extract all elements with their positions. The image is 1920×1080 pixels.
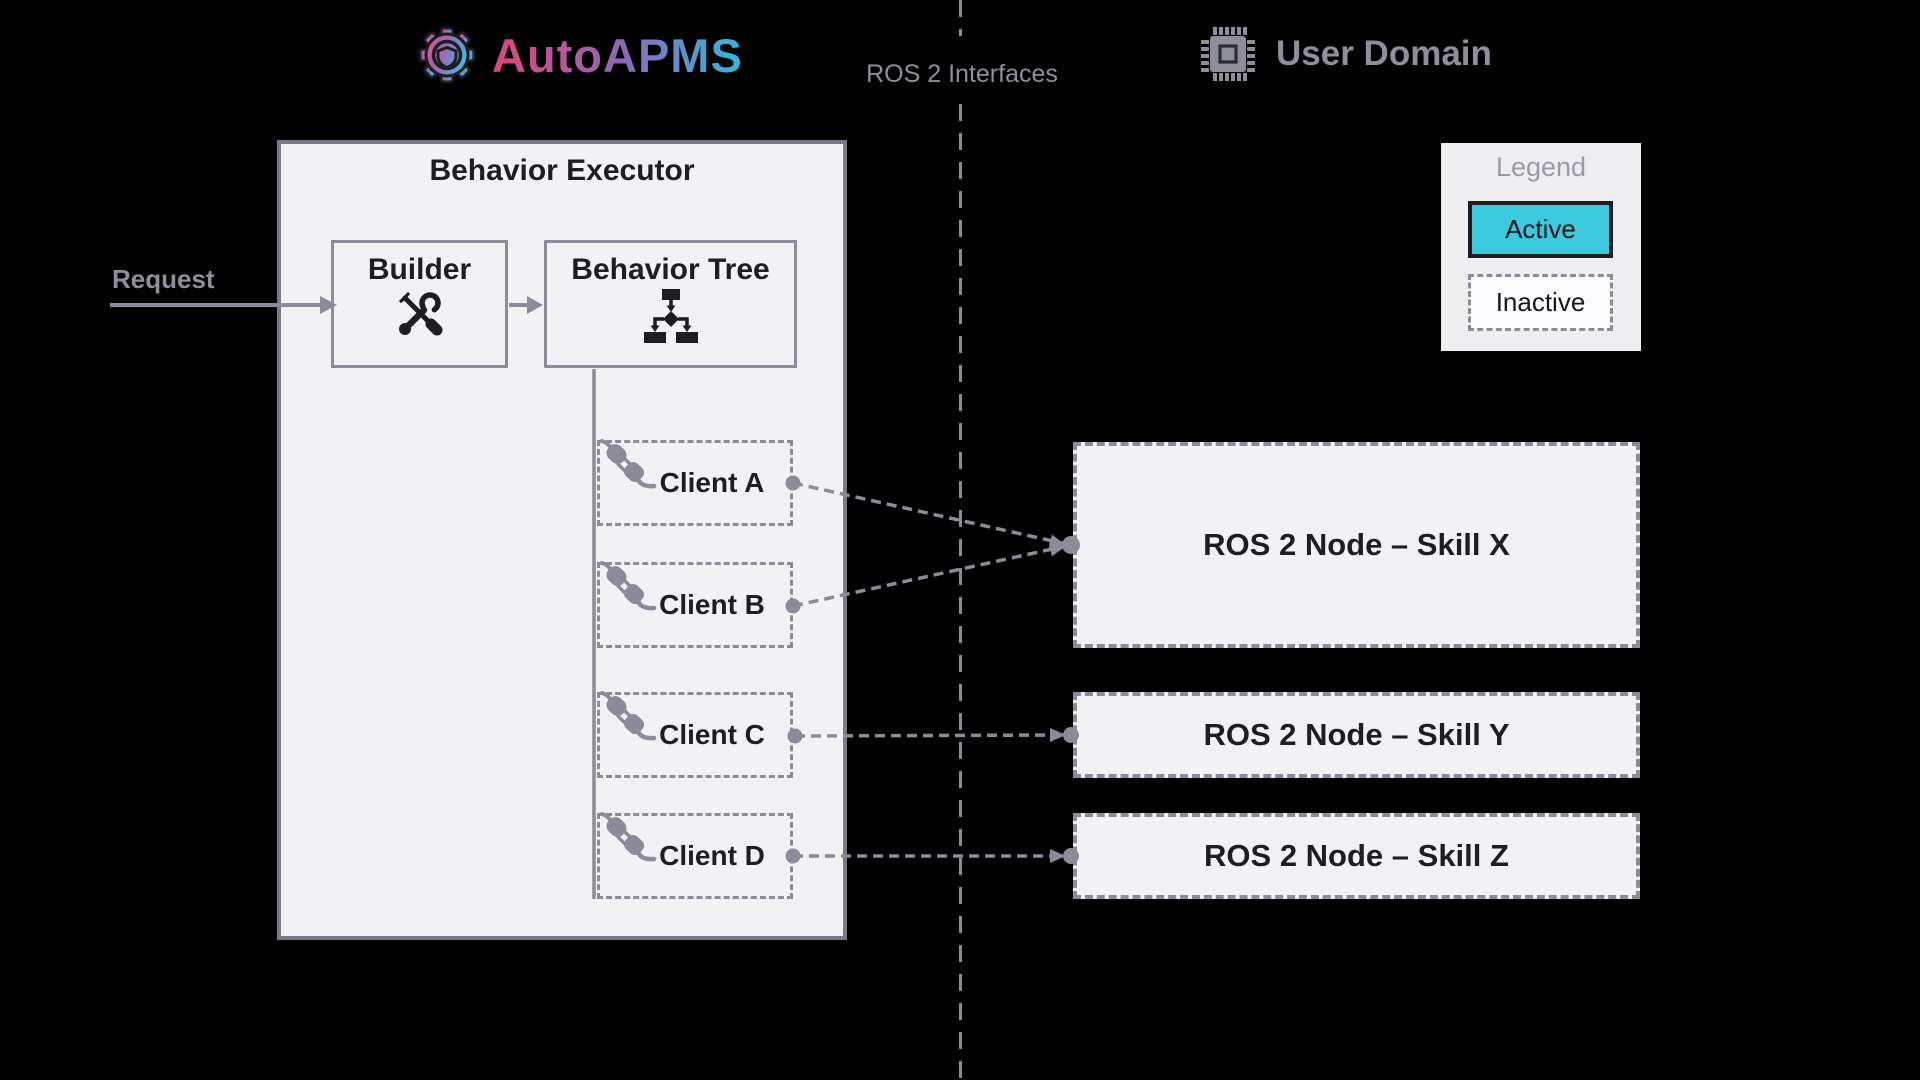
client-b-box: Client B xyxy=(597,561,793,648)
brand: AutoAPMS xyxy=(418,24,743,86)
tree-icon xyxy=(643,289,698,343)
tools-icon xyxy=(398,291,442,336)
behavior-tree-label: Behavior Tree xyxy=(571,253,770,286)
legend-active-chip: Active xyxy=(1468,201,1613,258)
client-d-box: Client D xyxy=(597,812,793,899)
plug-icon xyxy=(600,561,657,611)
ros-node-skill-z-box: ROS 2 Node – Skill Z xyxy=(1073,813,1640,899)
ros-node-label: ROS 2 Node – Skill Y xyxy=(1203,717,1510,752)
chip-icon xyxy=(1201,27,1255,81)
plug-icon xyxy=(600,691,657,741)
gear-shield-icon xyxy=(418,26,476,84)
user-domain: User Domain xyxy=(1200,26,1492,82)
ros-node-label: ROS 2 Node – Skill X xyxy=(1203,527,1510,562)
ros-node-skill-x-box: ROS 2 Node – Skill X xyxy=(1073,442,1640,648)
request-label: Request xyxy=(112,264,215,294)
divider-label: ROS 2 Interfaces xyxy=(852,56,1072,93)
client-label: Client D xyxy=(659,840,765,871)
client-label: Client C xyxy=(659,719,765,750)
brand-name: AutoAPMS xyxy=(492,28,743,82)
plug-icon xyxy=(600,439,657,489)
behavior-executor-title: Behavior Executor xyxy=(429,154,695,187)
client-a-box: Client A xyxy=(597,439,793,526)
ros-node-skill-y-box: ROS 2 Node – Skill Y xyxy=(1073,692,1640,778)
client-label: Client A xyxy=(659,467,765,498)
user-domain-label: User Domain xyxy=(1276,34,1492,73)
builder-box: Builder xyxy=(331,240,508,368)
legend-inactive-label: Inactive xyxy=(1495,287,1586,317)
plug-icon xyxy=(600,812,657,862)
builder-label: Builder xyxy=(367,253,472,286)
legend-inactive-chip: Inactive xyxy=(1468,274,1613,331)
client-label: Client B xyxy=(659,589,765,620)
legend-title: Legend xyxy=(1495,152,1587,182)
ros-node-label: ROS 2 Node – Skill Z xyxy=(1204,838,1509,873)
behavior-tree-box: Behavior Tree xyxy=(544,240,797,368)
client-c-box: Client C xyxy=(597,691,793,778)
legend-active-label: Active xyxy=(1505,214,1576,244)
